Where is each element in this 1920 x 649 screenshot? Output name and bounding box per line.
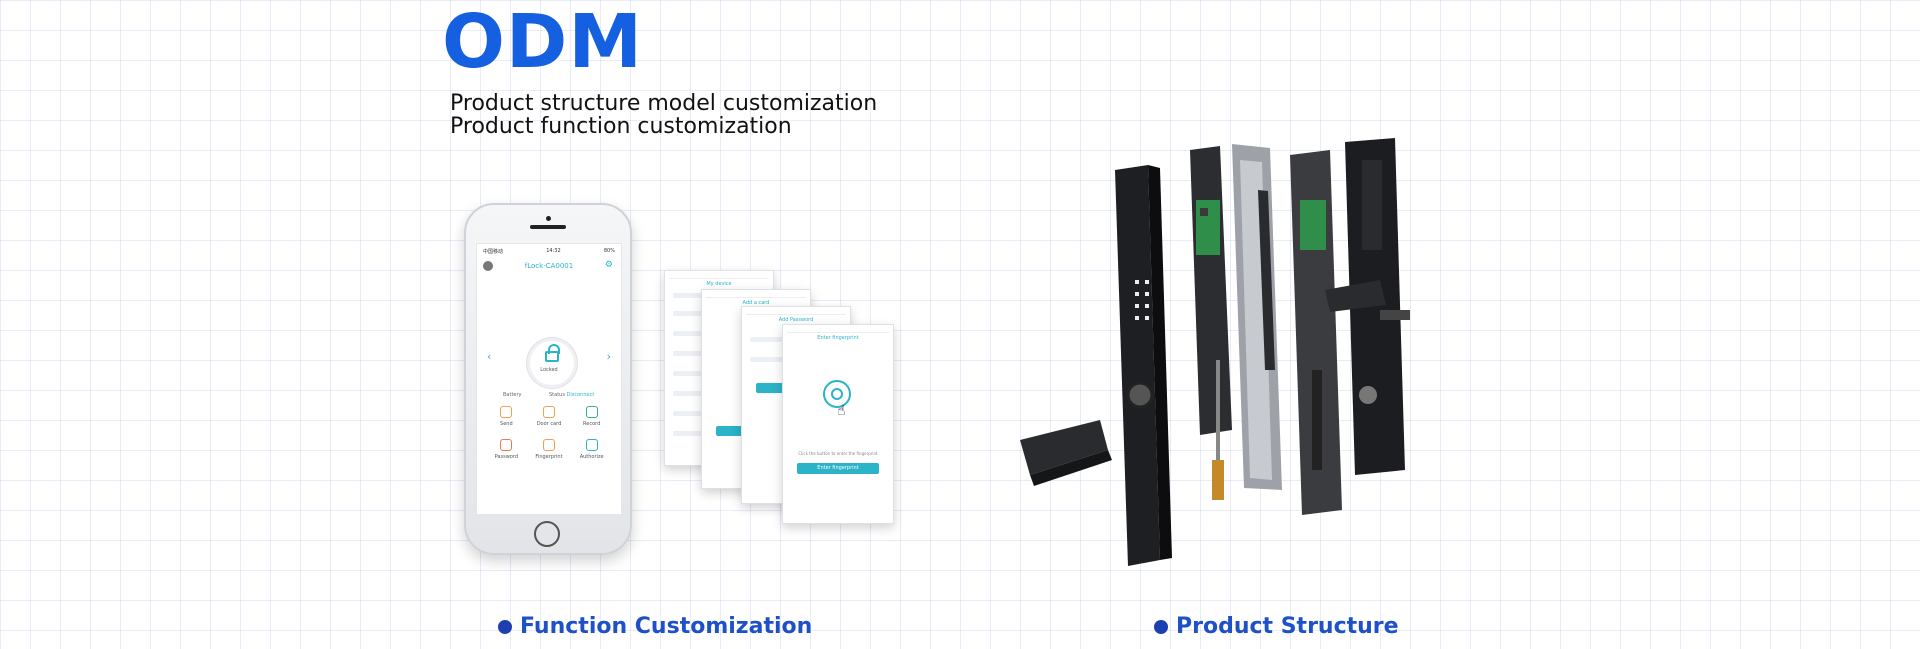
fingerprint-hint: Click the button to enter the fingerprin… <box>798 451 878 456</box>
exploded-lock-image <box>1020 138 1410 566</box>
battery-text: 80% <box>603 248 615 254</box>
screen-title: Enter fingerprint <box>817 335 859 341</box>
door-card-icon <box>542 406 555 418</box>
description-line-1: Product structure model customization <box>450 91 878 116</box>
grid-item-send: Send <box>485 406 528 427</box>
app-screen-enter-fingerprint: Enter fingerprint ☝ Click the button to … <box>782 324 894 524</box>
chevron-right-icon: › <box>606 350 611 363</box>
description-lines: Product structure model customization Pr… <box>450 92 877 138</box>
bullet-icon <box>1154 619 1168 634</box>
screen-title: My device <box>706 281 732 287</box>
front-panel <box>1115 165 1172 566</box>
chevron-left-icon: ‹ <box>487 350 492 363</box>
battery-label: Battery <box>503 392 522 398</box>
bullet-icon <box>498 619 512 634</box>
circuit-board-1 <box>1190 146 1232 435</box>
device-title: fLock-CA0001 <box>524 262 574 270</box>
caption-function-customization: Function Customization <box>498 614 812 639</box>
status-info: Status Disconnect <box>549 392 595 398</box>
page-heading: ODM <box>442 0 643 85</box>
status-bar: 中国移动 14:32 80% <box>483 248 615 255</box>
fingerprint-icon <box>823 380 851 408</box>
description-line-2: Product function customization <box>450 114 792 139</box>
function-grid: Send Door card Record Password Fingerpri… <box>485 406 613 460</box>
spindle-part <box>1359 386 1377 404</box>
password-icon <box>500 439 513 451</box>
enter-fingerprint-button: Enter fingerprint <box>797 463 879 474</box>
fingerprint-icon <box>542 439 555 451</box>
phone-screen: 中国移动 14:32 80% fLock-CA0001 ⚙ ‹ › Locked… <box>476 243 622 515</box>
smartphone-image: 中国移动 14:32 80% fLock-CA0001 ⚙ ‹ › Locked… <box>464 203 632 555</box>
grid-item-door-card: Door card <box>528 406 571 427</box>
avatar <box>483 261 493 271</box>
authorize-icon <box>585 439 598 451</box>
screen-title: Add a card <box>742 300 770 306</box>
home-button <box>534 521 560 547</box>
caption-product-structure: Product Structure <box>1154 614 1399 639</box>
record-icon <box>585 406 598 418</box>
handle-lever <box>1020 420 1112 486</box>
grid-item-authorize: Authorize <box>570 439 613 460</box>
phone-camera <box>546 216 551 221</box>
back-panel <box>1345 138 1410 475</box>
phone-speaker <box>530 225 566 229</box>
screen-title: Add Password <box>778 317 814 323</box>
lock-body <box>1290 150 1342 515</box>
grid-item-password: Password <box>485 439 528 460</box>
metal-plate <box>1232 144 1282 490</box>
grid-item-fingerprint: Fingerprint <box>528 439 571 460</box>
rear-handle <box>1325 280 1386 312</box>
time-text: 14:32 <box>546 248 561 254</box>
screwdriver <box>1212 360 1224 500</box>
lock-icon <box>545 344 560 362</box>
lock-status-text: Locked <box>540 367 558 373</box>
gear-icon: ⚙ <box>604 260 613 270</box>
carrier-text: 中国移动 <box>483 249 504 255</box>
grid-item-record: Record <box>570 406 613 427</box>
lock-status-ring <box>527 338 577 388</box>
send-icon <box>500 406 513 418</box>
hand-pointer-icon: ☝ <box>837 403 846 419</box>
